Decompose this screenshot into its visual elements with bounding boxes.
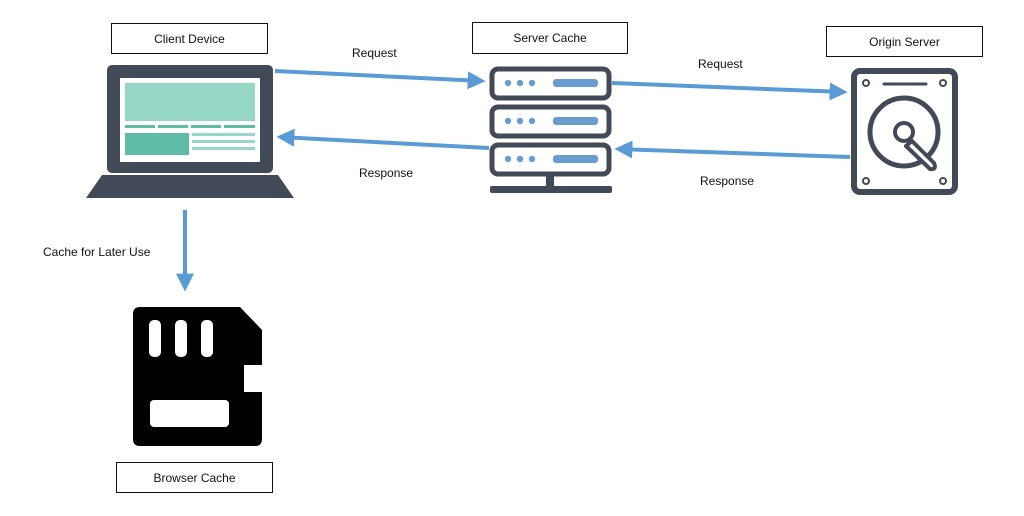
server-rack-icon: [489, 66, 612, 193]
cache-for-later-use-label: Cache for Later Use: [43, 245, 151, 259]
browser-cache-label: Browser Cache: [116, 462, 273, 493]
response-label-cache-to-client: Response: [359, 166, 414, 180]
request-label-client-to-cache: Request: [352, 46, 397, 60]
server-cache-label: Server Cache: [472, 22, 628, 54]
hard-drive-icon: [851, 68, 958, 195]
request-label-cache-to-origin: Request: [698, 57, 743, 71]
arrow-cache-to-origin-request: [611, 81, 848, 101]
sd-card-icon: [133, 307, 262, 446]
arrow-client-to-cache-request: [274, 69, 486, 90]
arrow-origin-to-cache-response: [614, 140, 851, 159]
origin-server-label: Origin Server: [826, 26, 983, 57]
client-device-label: Client Device: [111, 23, 268, 54]
arrow-cache-to-client-response: [276, 128, 490, 150]
response-label-origin-to-cache: Response: [700, 174, 755, 188]
laptop-icon: [86, 65, 294, 198]
